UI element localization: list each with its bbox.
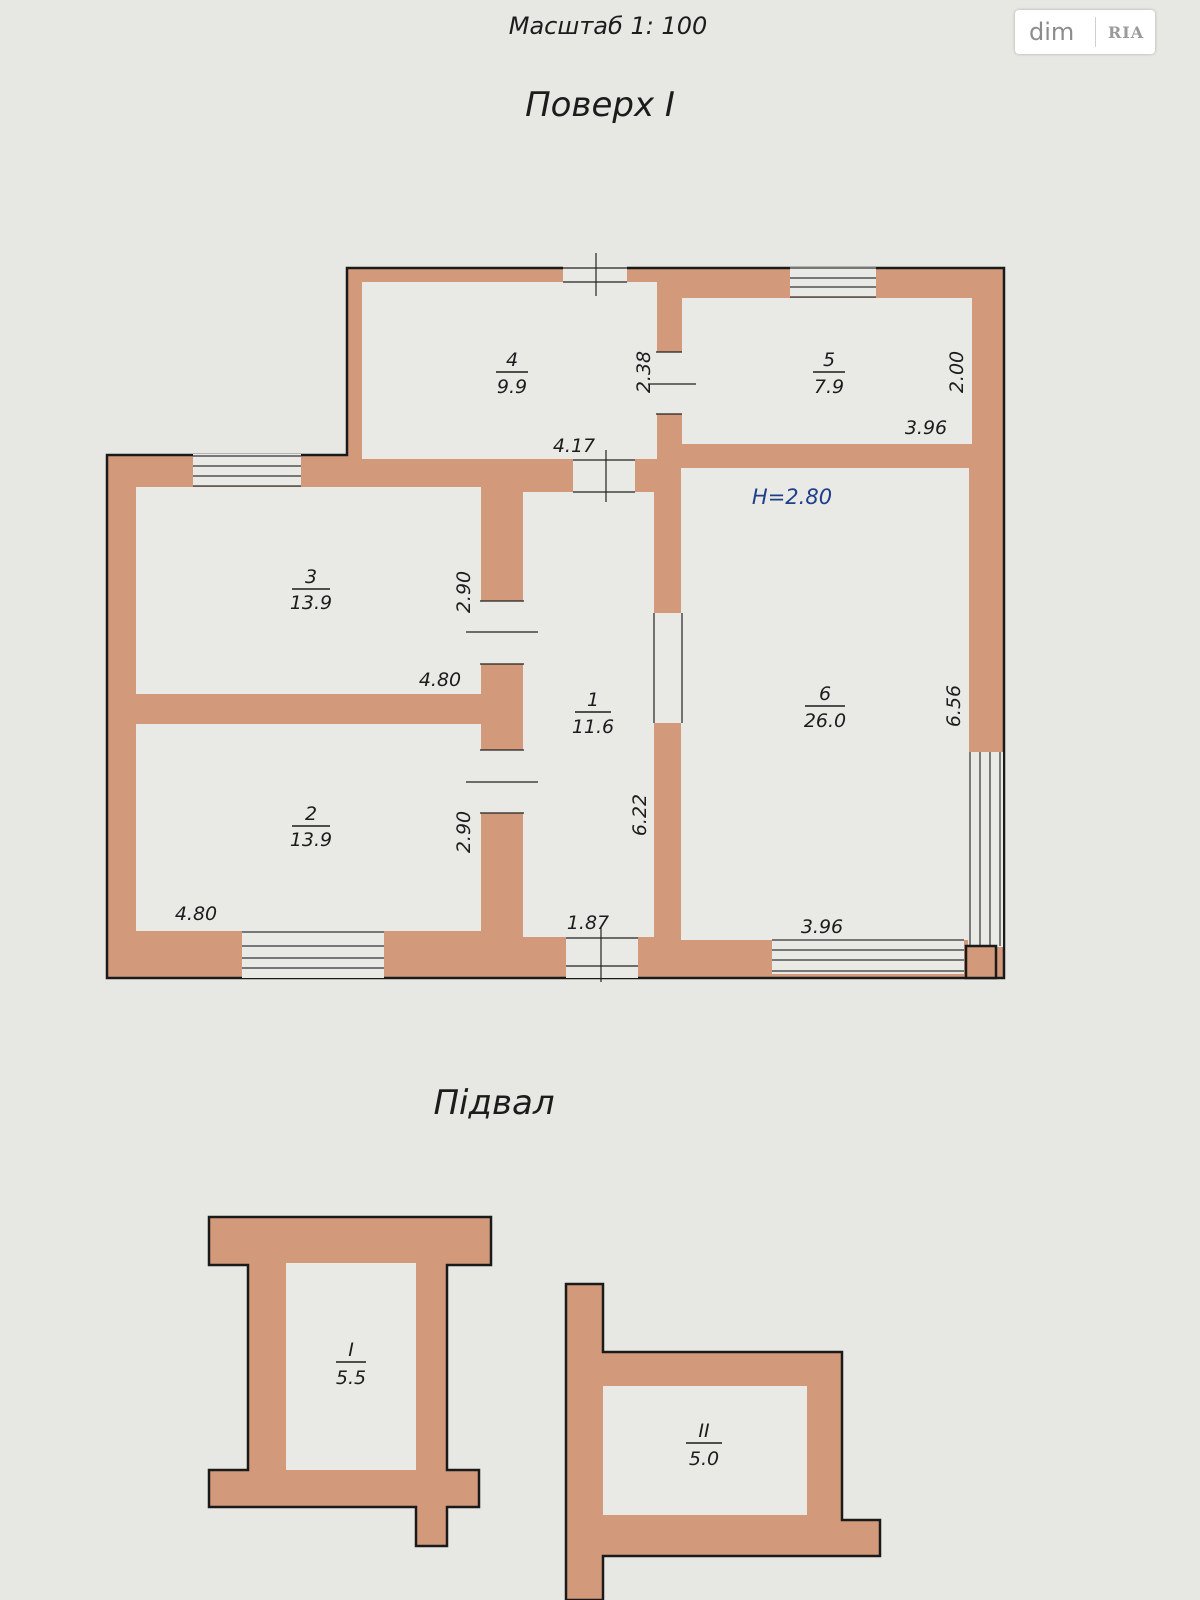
dim-room1-depth: 6.22 <box>629 794 651 836</box>
dim-room1-width: 1.87 <box>567 912 609 934</box>
dimension-labels: 4.17 2.38 3.96 2.00 H=2.80 2.90 4.80 2.9… <box>175 351 968 938</box>
room-5-floor <box>682 298 972 444</box>
room-6-area: 26.0 <box>804 710 846 732</box>
watermark-ria-text: RIA <box>1108 22 1145 42</box>
basement-room-I-area: 5.5 <box>336 1367 366 1389</box>
room-3-floor <box>136 487 481 694</box>
dim-room5-width: 3.96 <box>905 417 947 439</box>
windows <box>193 267 1003 980</box>
basement-title: Підвал <box>433 1083 554 1123</box>
room-1-area: 11.6 <box>572 716 614 738</box>
room-6-number: 6 <box>819 683 831 705</box>
dim-room2-width: 4.80 <box>175 903 217 925</box>
room-4-floor <box>362 282 657 459</box>
room-2-area: 13.9 <box>290 829 332 851</box>
watermark-divider <box>1095 17 1096 47</box>
height-note: H=2.80 <box>752 485 832 509</box>
dim-room4-width: 4.17 <box>553 435 595 457</box>
room-5-area: 7.9 <box>814 376 844 398</box>
room-labels: 4 9.9 5 7.9 3 13.9 2 13.9 1 11.6 6 26.0 <box>290 349 846 851</box>
room-5-number: 5 <box>823 349 835 371</box>
dim-room5-depth: 2.00 <box>946 351 968 393</box>
dim-ria-watermark: dim RIA <box>1015 10 1155 54</box>
scale-title: Масштаб 1: 100 <box>509 12 707 40</box>
basement-room-II-number: II <box>698 1420 710 1442</box>
room-3-area: 13.9 <box>290 592 332 614</box>
room-4-number: 4 <box>506 349 518 371</box>
watermark-dim-text: dim <box>1029 18 1075 46</box>
dim-room4-depth: 2.38 <box>633 351 655 393</box>
room-2-floor <box>136 724 481 931</box>
room-6-floor <box>681 468 969 940</box>
dim-room6-depth: 6.56 <box>943 685 965 727</box>
floor-title: Поверх I <box>525 85 675 125</box>
doors <box>466 253 696 982</box>
basement-room-II-area: 5.0 <box>689 1448 719 1470</box>
room-1-floor <box>523 492 654 937</box>
basement-room-II: II 5.0 <box>564 1282 882 1600</box>
dim-room3-width: 4.80 <box>419 669 461 691</box>
dim-room3-depth: 2.90 <box>453 571 475 613</box>
floor1-rooms <box>136 282 972 940</box>
dim-room2-depth: 2.90 <box>453 811 475 853</box>
room-2-number: 2 <box>305 803 317 825</box>
room-1-number: 1 <box>587 689 599 711</box>
room-4-area: 9.9 <box>497 376 527 398</box>
basement-room-I-number: I <box>348 1339 354 1361</box>
dim-room6-width: 3.96 <box>801 916 843 938</box>
room-3-number: 3 <box>305 566 317 588</box>
basement-room-I: I 5.5 <box>207 1215 493 1548</box>
